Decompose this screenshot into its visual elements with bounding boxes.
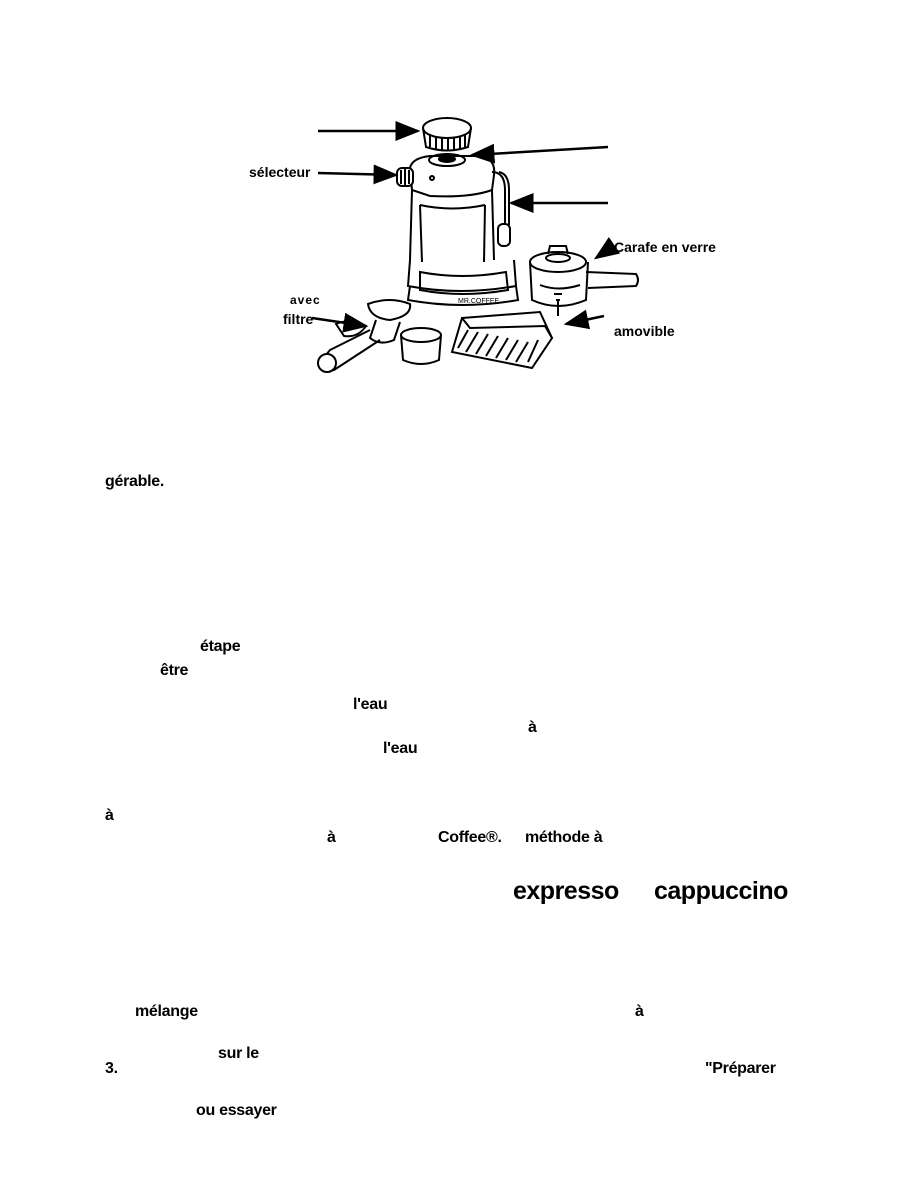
heading-expresso: expresso [513, 877, 619, 905]
text-leau-1: l'eau [353, 696, 388, 713]
text-coffee: Coffee®. [438, 829, 502, 846]
avec-label: avec [290, 293, 321, 307]
text-preparer: "Préparer [705, 1060, 776, 1077]
filtre-label: filtre [283, 311, 314, 327]
text-etape: étape [200, 638, 241, 655]
text-num-3: 3. [105, 1060, 118, 1077]
machine-body-drawing: MR.COFFEE [396, 153, 520, 306]
carafe-label: Carafe en verre [614, 239, 716, 255]
steam-cap-drawing [422, 117, 472, 152]
amovible-label: amovible [614, 323, 675, 339]
text-a-4: à [635, 1003, 644, 1020]
text-surle: sur le [218, 1045, 259, 1062]
removable-grate-drawing [450, 310, 554, 370]
filter-basket-drawing [400, 327, 442, 365]
text-methode: méthode à [525, 829, 603, 846]
heading-cappuccino: cappuccino [654, 877, 788, 905]
callout-arrows [311, 121, 621, 333]
text-a-3: à [327, 829, 336, 846]
text-ou-essayer: ou essayer [196, 1102, 277, 1119]
text-gerable: gérable. [105, 473, 164, 490]
text-melange: mélange [135, 1003, 198, 1020]
brand-logo-text: MR.COFFEE [458, 298, 500, 305]
text-leau-2: l'eau [383, 740, 418, 757]
text-a-2: à [105, 807, 114, 824]
portafilter-drawing [317, 299, 412, 373]
text-etre: être [160, 662, 189, 679]
glass-carafe-drawing [529, 245, 639, 316]
selector-label: sélecteur [249, 164, 311, 180]
text-a-1: à [528, 719, 537, 736]
